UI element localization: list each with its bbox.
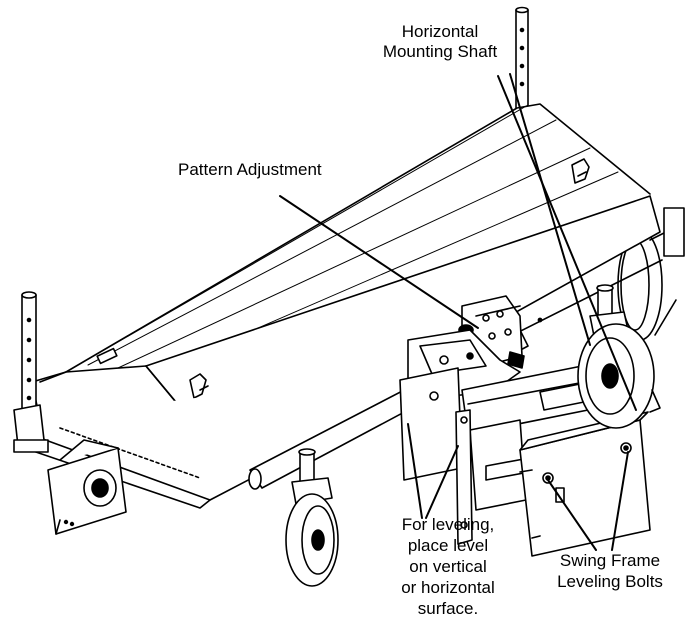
label-line: Mounting Shaft xyxy=(382,42,498,61)
leader-bolts-1 xyxy=(547,479,597,551)
label-pattern-adjustment: Pattern Adjustment xyxy=(178,160,322,179)
leader-pattern xyxy=(279,195,479,329)
leader-shaft-2 xyxy=(497,75,637,411)
label-line: surface. xyxy=(417,599,479,618)
left-motor-housing xyxy=(47,439,127,535)
label-line: For leveling, xyxy=(401,515,495,534)
brush-roller-end xyxy=(617,207,685,341)
label-line: Leveling Bolts xyxy=(557,572,663,591)
label-line: on vertical xyxy=(409,557,487,576)
leader-shaft-1 xyxy=(509,73,591,346)
leader-level-2 xyxy=(425,445,459,519)
label-horizontal-mounting-shaft: Horizontal Mounting Shaft xyxy=(365,22,515,62)
label-line: Swing Frame xyxy=(559,551,661,570)
label-leveling-instruction: For leveling, place level on vertical or… xyxy=(373,514,523,619)
swing-frame xyxy=(399,361,651,557)
leader-bolts-2 xyxy=(611,451,629,551)
leader-level-1 xyxy=(407,423,423,519)
leader-lines xyxy=(279,73,637,551)
label-line: place level xyxy=(407,536,489,555)
rear-post xyxy=(515,6,529,111)
label-swing-frame-leveling-bolts: Swing Frame Leveling Bolts xyxy=(530,550,690,592)
label-line: Horizontal xyxy=(401,22,479,41)
left-caster-wheel xyxy=(285,448,339,587)
right-caster-wheel xyxy=(577,284,661,429)
label-line: or horizontal xyxy=(401,578,495,597)
front-post xyxy=(13,291,49,453)
